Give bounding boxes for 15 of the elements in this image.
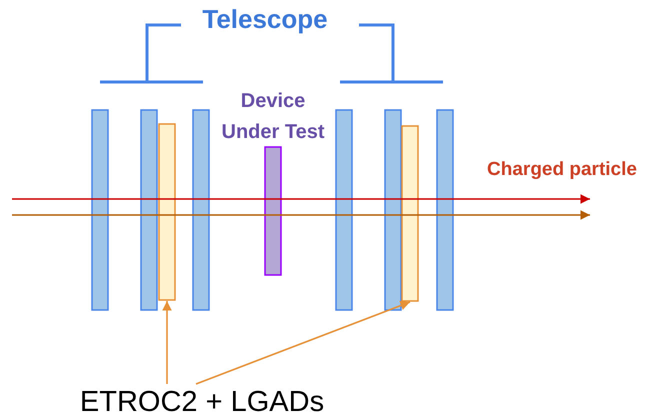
sensor-plane [401,125,419,302]
beam-label: Charged particle [486,158,638,182]
leader-arrow [162,301,172,384]
sensor-plane [158,123,176,301]
detector-plane [91,109,109,311]
callout-label: ETROC2 + LGADs [76,384,328,420]
detector-plane [140,109,158,311]
device-caption: Device Under Test [220,89,326,145]
detector-plane [192,109,210,311]
device-plane [264,146,282,276]
detector-plane [384,109,402,311]
detector-plane [335,109,353,311]
detector-plane [436,109,454,311]
group-title: Telescope [201,3,329,36]
leader-arrow [196,300,410,385]
